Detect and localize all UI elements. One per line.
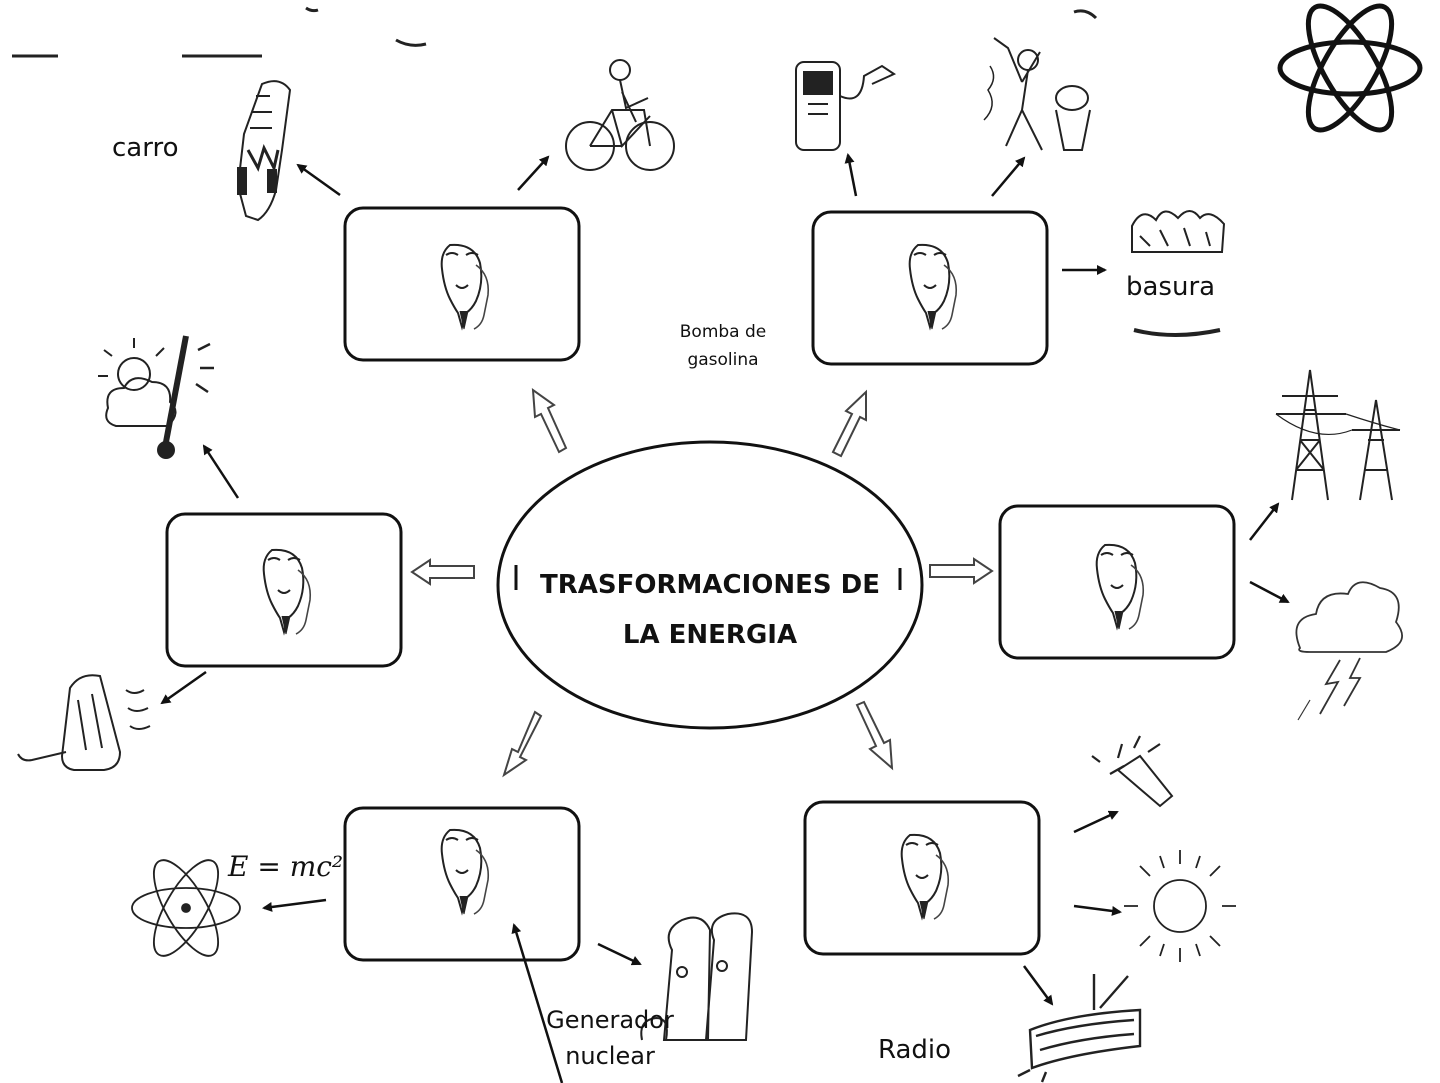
solid-arrows — [160, 153, 1290, 1083]
box-bottom-left — [343, 806, 581, 962]
central-ellipse — [496, 440, 924, 730]
arrow-up-right — [831, 389, 867, 458]
label-basura: basura — [1126, 272, 1216, 302]
label-generador-nuclear: Generador nuclear — [540, 1002, 680, 1074]
power-tower-icon — [1275, 369, 1401, 501]
equation-label: E = mc² — [227, 850, 343, 883]
nuclear-plant-icon — [640, 912, 754, 1041]
label-bomba-line2: gasolina — [687, 350, 759, 370]
label-generador-line1: Generador — [546, 1006, 674, 1034]
scrap-lines — [12, 6, 427, 58]
box-bottom-right — [803, 800, 1041, 956]
label-radio: Radio — [878, 1035, 952, 1065]
arrow-up-left — [531, 387, 568, 454]
radio-icon — [1017, 974, 1142, 1083]
sun-icon — [1124, 850, 1236, 962]
iron-icon — [17, 674, 151, 771]
box-top-left — [343, 206, 581, 362]
box-top-right — [811, 210, 1049, 366]
label-carro: carro — [112, 133, 179, 163]
storm-cloud-icon — [1295, 581, 1403, 721]
bicycle-icon — [565, 59, 675, 171]
label-bomba-gasolina: Bomba de gasolina — [670, 318, 776, 374]
gas-pump-icon — [795, 61, 897, 151]
miner-icon — [983, 9, 1098, 151]
box-mid-left — [165, 512, 403, 668]
hollow-arrows — [410, 387, 994, 778]
label-generador-line2: nuclear — [565, 1042, 655, 1070]
box-mid-right — [998, 504, 1236, 660]
weather-thermometer-icon — [98, 335, 214, 459]
garbage-icon — [1131, 210, 1226, 337]
title-line-1: TRASFORMACIONES DE — [540, 570, 880, 600]
atom-icon-top — [1277, 3, 1423, 133]
diagram-title: TRASFORMACIONES DE LA ENERGIA — [520, 560, 900, 660]
car-icon — [236, 80, 292, 222]
label-bomba-line1: Bomba de — [679, 322, 767, 342]
title-line-2: LA ENERGIA — [622, 620, 798, 650]
atom-icon-bottom — [131, 859, 241, 957]
flashlight-icon — [1091, 735, 1174, 808]
